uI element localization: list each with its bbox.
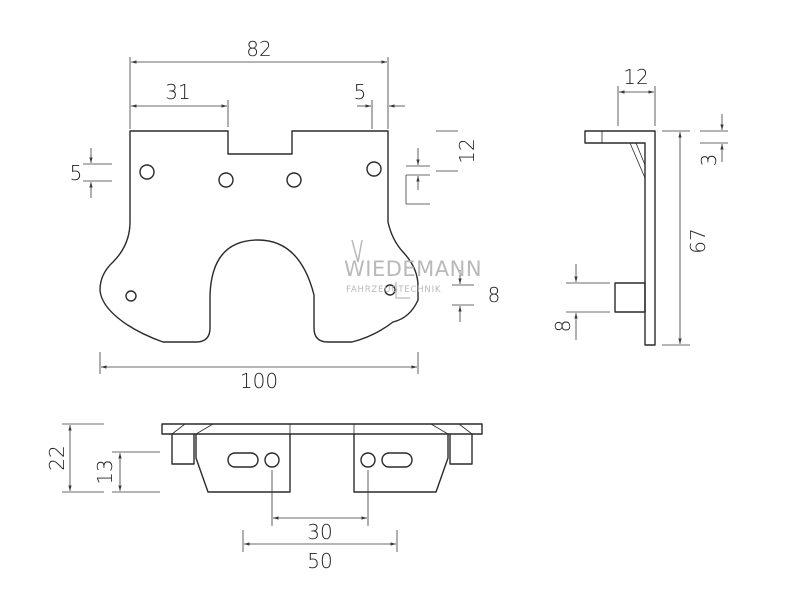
dim-label-50: 50 xyxy=(307,549,332,573)
dim-bottom-tab-height: 13 xyxy=(93,451,160,493)
slot-hole xyxy=(381,452,413,468)
round-hole xyxy=(360,452,376,468)
mount-hole xyxy=(384,284,396,296)
dim-label-13: 13 xyxy=(93,459,117,484)
dim-slot-depth: 12 xyxy=(405,130,479,205)
dim-hole-vertical: 5 xyxy=(70,148,112,198)
dim-label-82: 82 xyxy=(246,37,271,61)
watermark-subtitle: FAHRZEUGTECHNIK xyxy=(346,285,441,295)
mount-hole xyxy=(218,172,234,188)
dim-thickness: 3 xyxy=(697,114,728,166)
side-tab xyxy=(614,282,646,313)
dim-tab-height: 8 xyxy=(551,264,610,340)
side-profile-outline xyxy=(584,130,656,346)
dim-inner-spacing: 30 xyxy=(271,470,369,544)
left-side-tab xyxy=(171,434,195,465)
front-view: 82 31 5 5 xyxy=(70,37,501,393)
dim-label-8-side: 8 xyxy=(551,320,575,333)
dim-overall-width: 82 xyxy=(129,37,389,129)
bottom-view: 22 13 30 50 xyxy=(45,423,483,573)
dim-flange-width: 12 xyxy=(617,65,656,126)
slot-hole xyxy=(227,452,259,468)
dim-height: 67 xyxy=(662,130,710,346)
dim-label-67: 67 xyxy=(686,228,710,253)
dim-label-12: 12 xyxy=(455,138,479,163)
dim-label-100: 100 xyxy=(240,369,278,393)
dim-label-8-front: 8 xyxy=(488,283,501,307)
mount-hole xyxy=(139,164,155,180)
right-side-tab xyxy=(449,434,473,465)
dim-label-31: 31 xyxy=(165,80,190,104)
left-bracket-plate xyxy=(195,434,291,493)
dim-label-3: 3 xyxy=(697,154,721,167)
watermark-brand: WIEDEMANN xyxy=(344,257,482,281)
dim-label-5-left: 5 xyxy=(70,161,83,185)
dim-base-width: 100 xyxy=(99,352,419,393)
side-view: 12 3 67 8 xyxy=(551,65,728,346)
dim-label-30: 30 xyxy=(307,520,332,544)
dim-slot-offset: 31 xyxy=(131,80,229,127)
watermark-logo: WIEDEMANN FAHRZEUGTECHNIK xyxy=(344,239,482,299)
dim-right-offset: 5 xyxy=(354,80,405,129)
mount-hole xyxy=(286,172,302,188)
mount-hole xyxy=(125,290,137,302)
right-bracket-plate xyxy=(353,434,449,493)
dim-outer-spacing: 50 xyxy=(242,530,398,573)
round-hole xyxy=(264,452,280,468)
dim-total-height: 22 xyxy=(45,423,104,493)
dim-label-12-side: 12 xyxy=(623,65,648,89)
dim-notch-height: 8 xyxy=(452,270,500,322)
dim-label-5-right: 5 xyxy=(354,80,367,104)
bottom-flange xyxy=(161,423,483,435)
dim-label-22: 22 xyxy=(45,445,69,470)
front-plate-outline xyxy=(99,130,419,343)
mount-hole xyxy=(366,161,382,177)
